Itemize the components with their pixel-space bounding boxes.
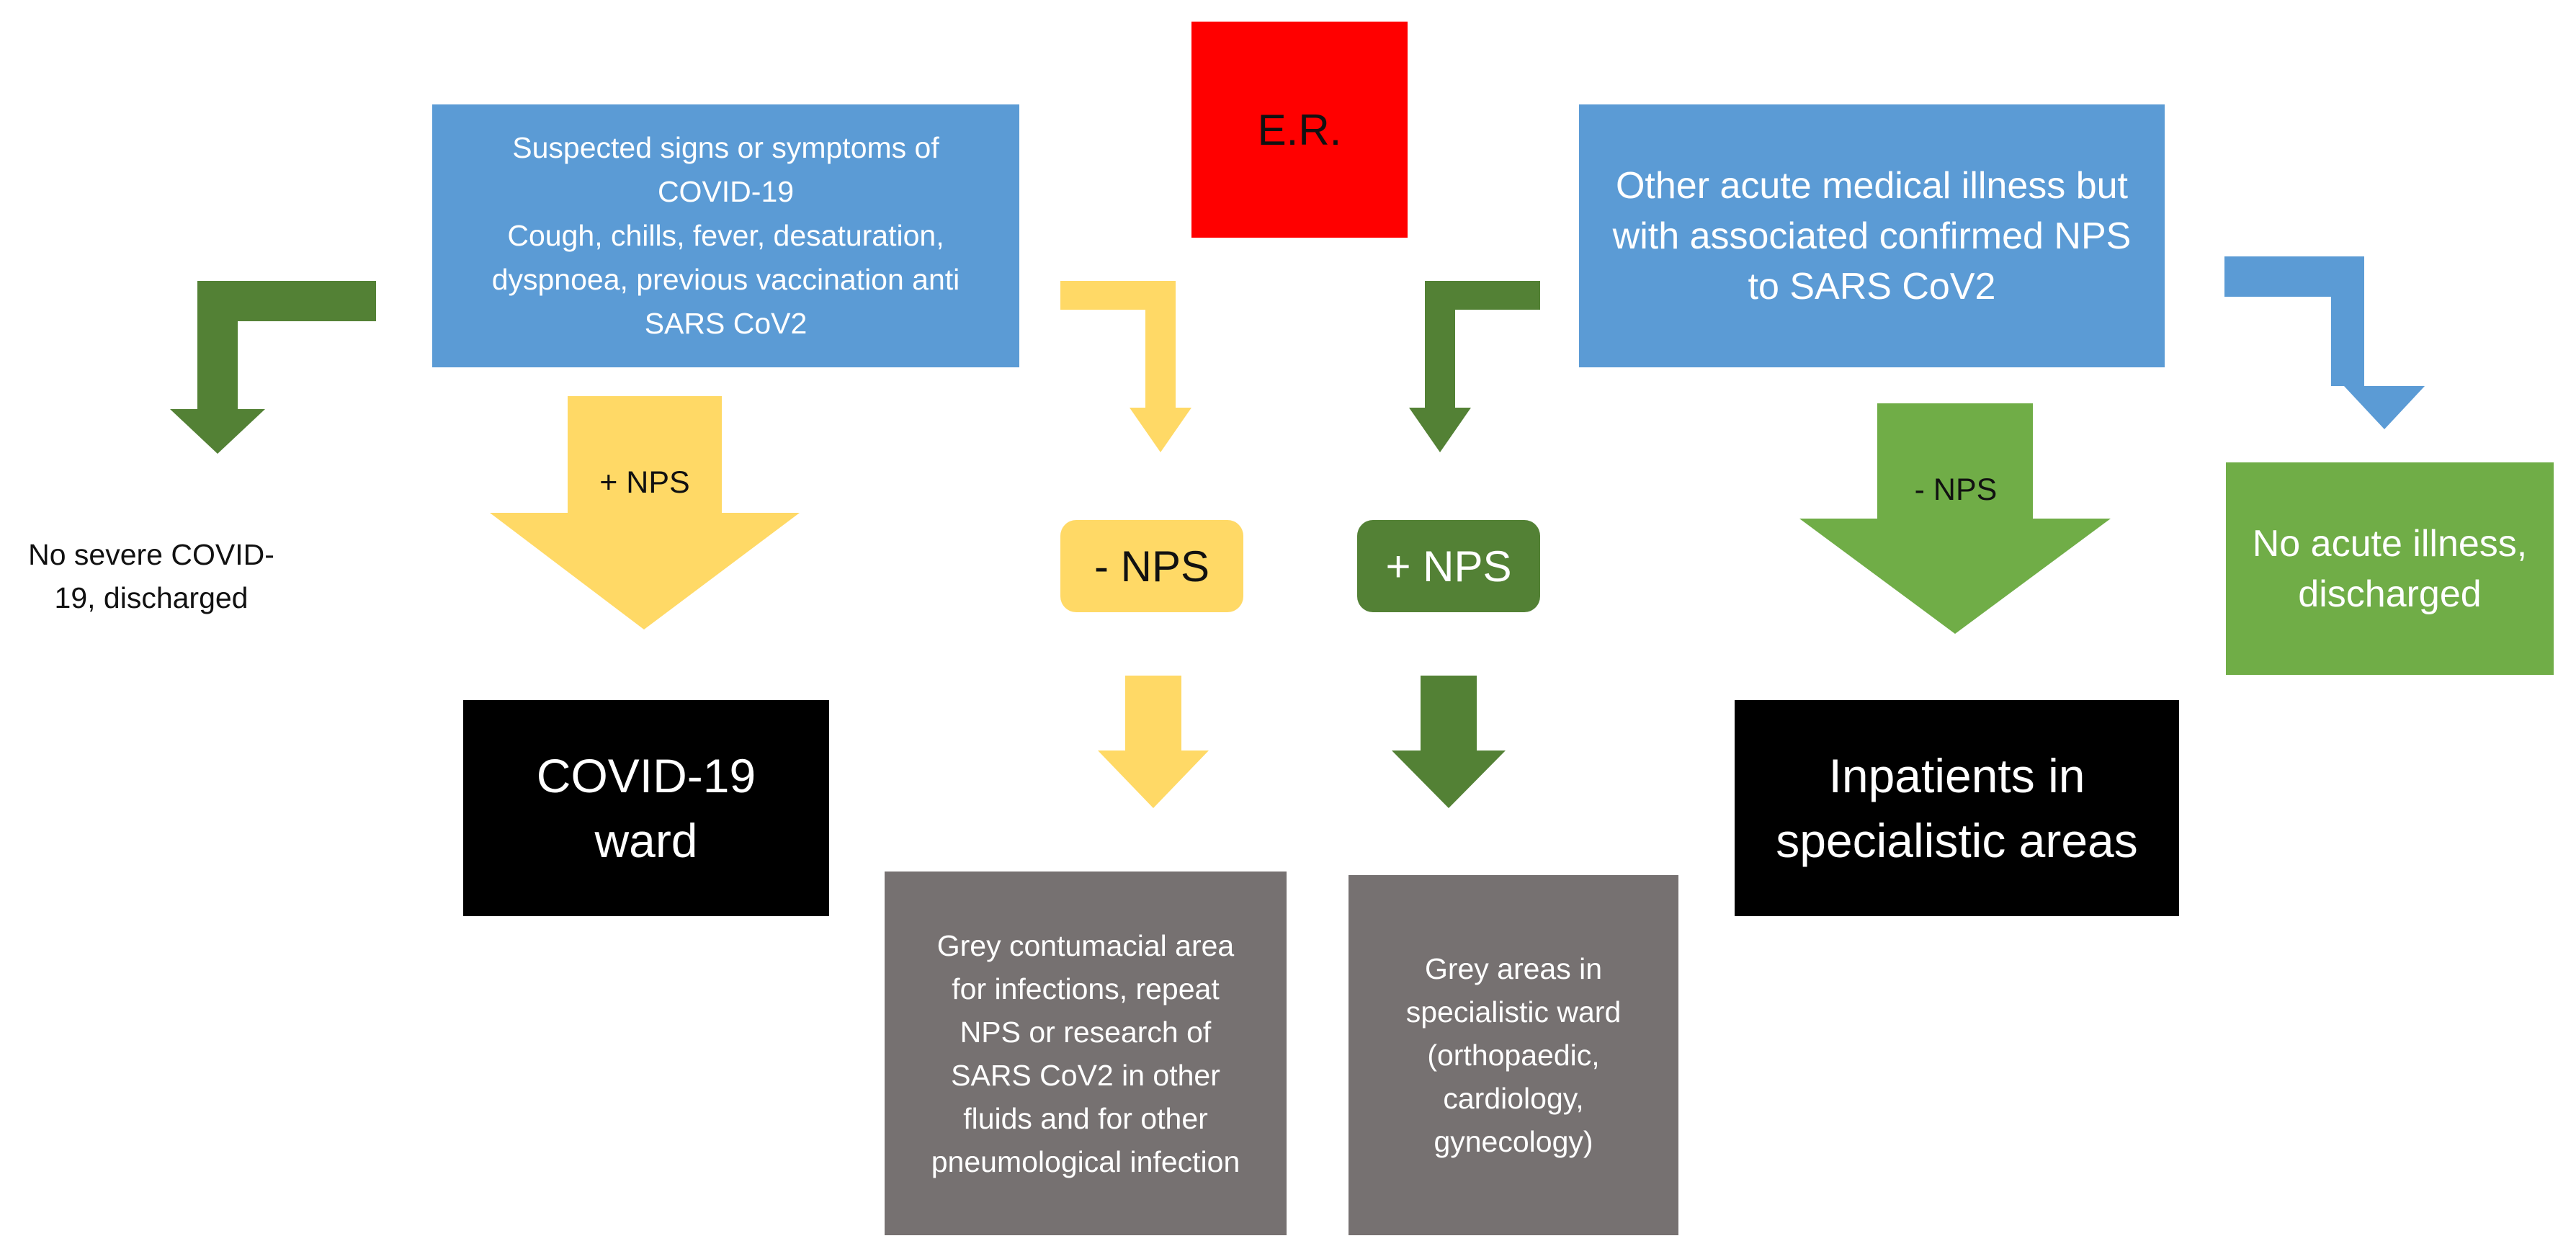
grey-contumacial-area-text: Grey contumacial area for infections, re… [931, 928, 1240, 1178]
bent-arrow-left-icon [170, 281, 376, 454]
bent-arrow-yellow-icon [1060, 281, 1191, 452]
no-acute-illness-box: No acute illness, discharged [2226, 462, 2554, 675]
grey-areas-ward-box: Grey areas in specialistic ward (orthopa… [1349, 875, 1678, 1235]
bent-arrow-green-icon [1409, 281, 1540, 452]
negative-nps-label: - NPS [1094, 542, 1210, 591]
positive-nps-label: + NPS [1385, 542, 1512, 591]
positive-nps-pill: + NPS [1357, 520, 1540, 612]
big-down-arrow-yellow-icon [490, 396, 800, 630]
big-down-arrow-green-icon [1799, 403, 2111, 634]
down-arrow-green-icon [1392, 676, 1506, 808]
no-acute-illness-text: No acute illness, discharged [2252, 522, 2528, 615]
inpatients-specialistic-box: Inpatients in specialistic areas [1735, 700, 2179, 916]
er-label: E.R. [1257, 105, 1342, 154]
plus-nps-arrow-label: + NPS [599, 465, 690, 500]
bent-arrow-blue-icon [2224, 256, 2425, 429]
covid-ward-box: COVID-19 ward [463, 700, 829, 916]
minus-nps-arrow-label: - NPS [1914, 472, 1998, 507]
negative-nps-pill: - NPS [1060, 520, 1243, 612]
other-illness-text: Other acute medical illness but with ass… [1612, 164, 2132, 308]
covid-ward-text: COVID-19 ward [536, 749, 756, 867]
er-box: E.R. [1191, 22, 1408, 238]
inpatients-specialistic-text: Inpatients in specialistic areas [1776, 749, 2138, 867]
down-arrow-yellow-icon [1098, 676, 1209, 808]
suspected-symptoms-box: Suspected signs or symptoms of COVID-19 … [432, 104, 1019, 367]
suspected-symptoms-text: Suspected signs or symptoms of COVID-19 … [491, 131, 960, 340]
no-severe-discharged-label: No severe COVID- 19, discharged [28, 538, 274, 614]
grey-areas-ward-text: Grey areas in specialistic ward (orthopa… [1405, 952, 1622, 1158]
other-illness-box: Other acute medical illness but with ass… [1579, 104, 2165, 367]
grey-contumacial-area-box: Grey contumacial area for infections, re… [885, 872, 1287, 1235]
